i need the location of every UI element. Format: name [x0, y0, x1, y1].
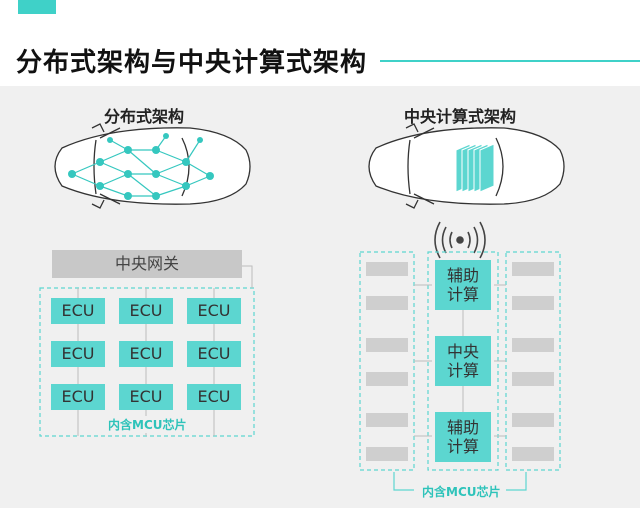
distributed-title: 分布式架构 [103, 107, 184, 126]
central-compute-box: 中央 计算 [435, 336, 491, 386]
compute-connectors [414, 284, 506, 437]
ecu-network [71, 135, 211, 197]
wireless-signal-icon [434, 221, 486, 259]
sensor-bar [512, 296, 554, 310]
ecu-box: ECU [187, 384, 241, 410]
sensor-bar [512, 447, 554, 461]
page-title: 分布式架构与中央计算式架构 [16, 48, 368, 78]
sensor-bar [512, 372, 554, 386]
ecu-group-frame [39, 287, 255, 437]
ecu-box: ECU [119, 384, 173, 410]
ecu-box: ECU [51, 384, 105, 410]
sensor-bar [366, 372, 408, 386]
sensor-bar [512, 338, 554, 352]
left-sensor-frame [359, 251, 415, 471]
corner-accent-tab [18, 0, 56, 14]
ecu-box: ECU [187, 341, 241, 367]
aux-compute-box-top: 辅助 计算 [435, 260, 491, 310]
central-chip-stack [455, 143, 495, 193]
sensor-bar [366, 338, 408, 352]
mcu-bracket [393, 472, 527, 491]
sensor-bar [366, 262, 408, 276]
ecu-box: ECU [119, 298, 173, 324]
right-sensor-frame [505, 251, 561, 471]
ecu-box: ECU [187, 298, 241, 324]
aux-compute-box-bottom: 辅助 计算 [435, 412, 491, 462]
central-title: 中央计算式架构 [403, 107, 516, 126]
ecu-network-nodes [68, 133, 214, 200]
title-underline [380, 60, 640, 62]
sensor-bar [366, 447, 408, 461]
sensor-bar [366, 296, 408, 310]
mcu-chip-label: 内含MCU芯片 [104, 416, 191, 433]
ecu-box: ECU [51, 298, 105, 324]
sensor-bar [366, 413, 408, 427]
mcu-chip-label-central: 内含MCU芯片 [418, 483, 505, 500]
ecu-box: ECU [51, 341, 105, 367]
ecu-box: ECU [119, 341, 173, 367]
sensor-bar [512, 413, 554, 427]
central-gateway-box: 中央网关 [52, 250, 242, 278]
sensor-bar [512, 262, 554, 276]
